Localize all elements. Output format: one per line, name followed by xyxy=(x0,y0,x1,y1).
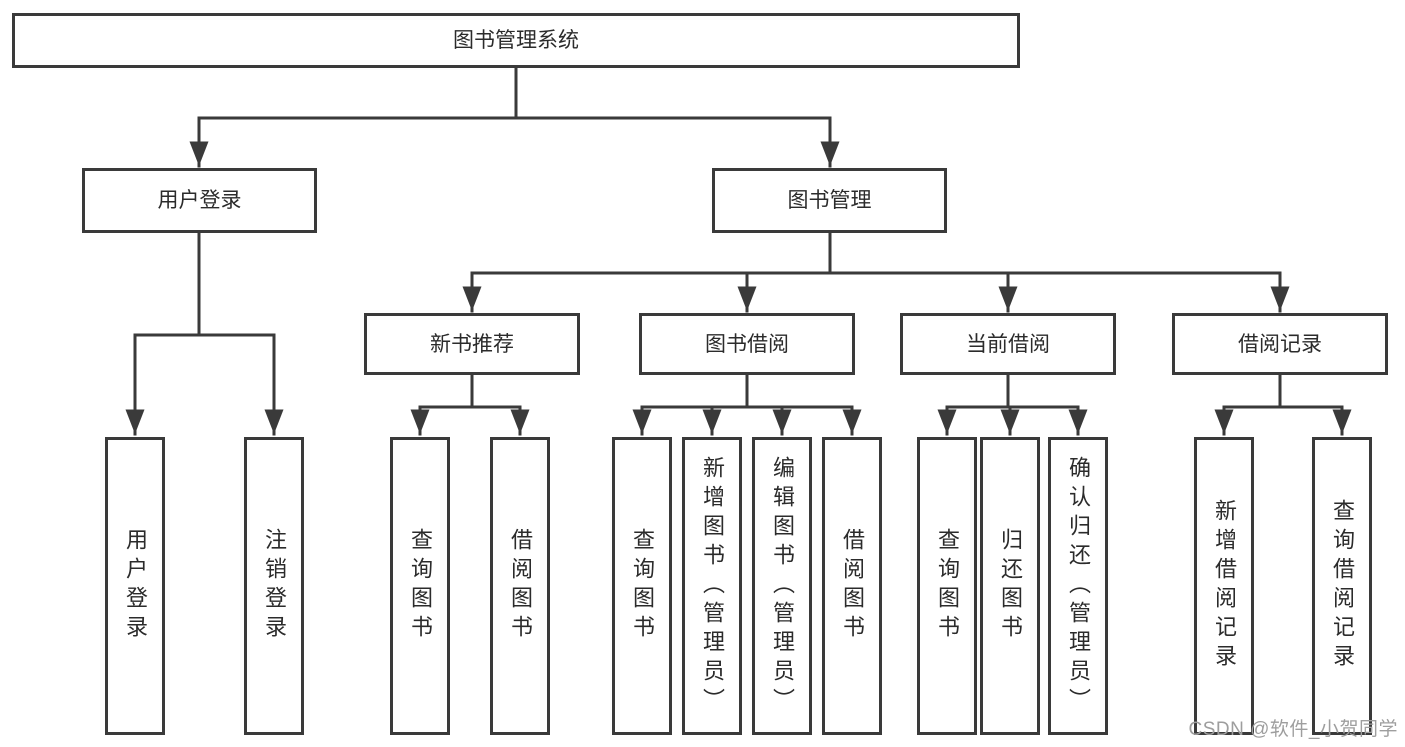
node-book-management: 图书管理 xyxy=(712,168,947,233)
node-user-login: 用户登录 xyxy=(82,168,317,233)
leaf-borrow-books-recommend: 借阅图书 xyxy=(490,437,550,735)
leaf-add-borrow-record: 新增借阅记录 xyxy=(1194,437,1254,735)
leaf-add-books-admin: 新增图书（管理员） xyxy=(682,437,742,735)
leaf-query-books-current: 查询图书 xyxy=(917,437,977,735)
node-root-system: 图书管理系统 xyxy=(12,13,1020,68)
leaf-query-borrow-record: 查询借阅记录 xyxy=(1312,437,1372,735)
watermark: CSDN @软件_小贺同学 xyxy=(1188,719,1398,740)
leaf-confirm-return-admin: 确认归还（管理员） xyxy=(1048,437,1108,735)
node-book-borrowing: 图书借阅 xyxy=(639,313,855,375)
leaf-query-books-recommend: 查询图书 xyxy=(390,437,450,735)
leaf-edit-books-admin: 编辑图书（管理员） xyxy=(752,437,812,735)
leaf-user-login: 用户登录 xyxy=(105,437,165,735)
leaf-query-books-borrowing: 查询图书 xyxy=(612,437,672,735)
node-current-borrowing: 当前借阅 xyxy=(900,313,1116,375)
node-borrow-records: 借阅记录 xyxy=(1172,313,1388,375)
leaf-return-books: 归还图书 xyxy=(980,437,1040,735)
leaf-logout: 注销登录 xyxy=(244,437,304,735)
leaf-borrow-books: 借阅图书 xyxy=(822,437,882,735)
node-new-book-recommend: 新书推荐 xyxy=(364,313,580,375)
